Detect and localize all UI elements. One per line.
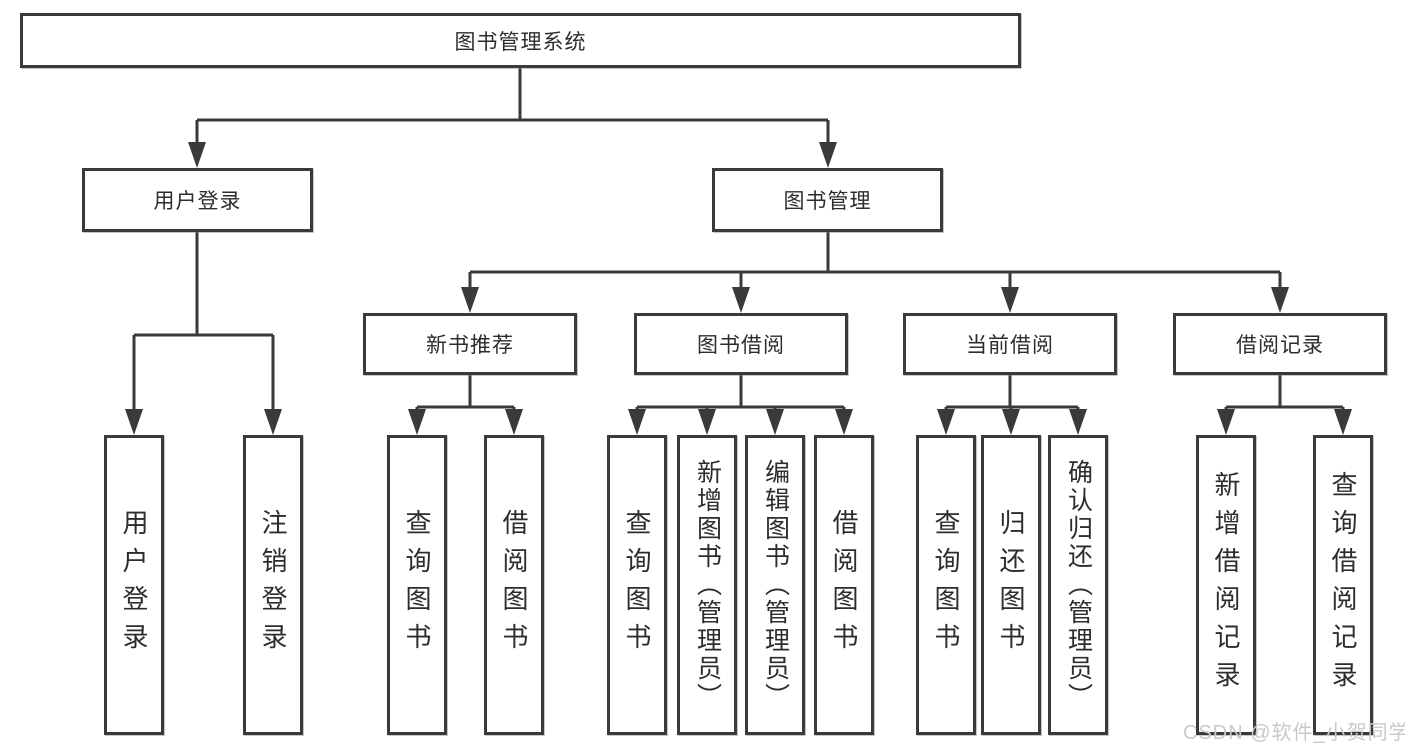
- node-query-books-borrowing: 查询图书: [607, 435, 667, 735]
- node-current-borrowing: 当前借阅: [903, 313, 1117, 375]
- node-borrow-books: 借阅图书: [814, 435, 874, 735]
- node-borrowing-records: 借阅记录: [1173, 313, 1387, 375]
- node-return-books: 归还图书: [981, 435, 1041, 735]
- node-add-borrow-record: 新增借阅记录: [1196, 435, 1256, 735]
- node-add-book-admin: 新增图书（管理员）: [677, 435, 737, 735]
- node-edit-book-admin: 编辑图书（管理员）: [745, 435, 805, 735]
- node-user-login-module: 用户登录: [82, 168, 313, 232]
- node-query-books-current: 查询图书: [916, 435, 976, 735]
- connector-user-login-branch: [125, 232, 282, 435]
- node-confirm-return-admin: 确认归还（管理员）: [1048, 435, 1108, 735]
- node-library-system: 图书管理系统: [20, 13, 1021, 68]
- connector-book-management-branch: [461, 232, 1289, 313]
- node-borrow-books-recommend: 借阅图书: [484, 435, 544, 735]
- csdn-watermark: CSDN @软件_小贺同学: [1183, 722, 1405, 744]
- node-query-borrow-record: 查询借阅记录: [1313, 435, 1373, 735]
- connector-new-book-recommendation-branch: [408, 375, 523, 435]
- node-query-books-recommend: 查询图书: [387, 435, 447, 735]
- connector-borrowing-records-branch: [1217, 375, 1352, 435]
- connector-current-borrowing-branch: [937, 375, 1087, 435]
- node-book-management-module: 图书管理: [712, 168, 943, 232]
- connector-root-to-level2: [188, 68, 837, 168]
- node-user-login: 用户登录: [104, 435, 164, 735]
- node-logout: 注销登录: [243, 435, 303, 735]
- node-new-book-recommendation: 新书推荐: [363, 313, 577, 375]
- connector-book-borrowing-branch: [628, 375, 853, 435]
- node-book-borrowing: 图书借阅: [634, 313, 848, 375]
